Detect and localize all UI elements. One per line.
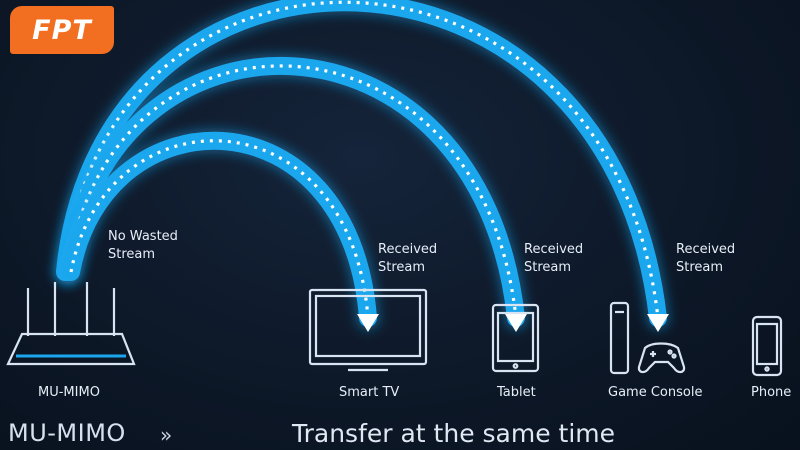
tablet-status: Received Stream	[524, 242, 584, 275]
footer-tagline: Transfer at the same time	[292, 419, 616, 448]
router-note-line-2: Stream	[108, 247, 156, 262]
smart-tv-label: Smart TV	[339, 385, 400, 400]
beam-arrow-tablet	[505, 314, 527, 332]
chevron-right-icon: »	[160, 423, 173, 447]
logo-text: FPT	[32, 14, 92, 46]
tv-icon	[308, 288, 428, 372]
beam-tablet	[55, 53, 529, 332]
router-icon	[6, 282, 136, 366]
tablet-icon	[491, 303, 540, 373]
router-label: MU-MIMO	[38, 385, 100, 400]
game-console-icon	[609, 301, 686, 375]
phone-label: Phone	[751, 385, 792, 400]
beam-game-console	[52, 0, 671, 332]
beam-arrow-smart-tv	[357, 314, 379, 332]
beam-smart-tv	[58, 127, 381, 332]
router-note: No Wasted Stream	[108, 228, 178, 264]
fpt-logo: FPT	[10, 6, 114, 54]
smart-tv-status: Received Stream	[378, 242, 438, 275]
router-note-line-1: No Wasted	[108, 229, 178, 244]
tablet-label: Tablet	[497, 385, 536, 400]
footer-title: MU-MIMO	[8, 419, 126, 447]
beam-arrow-game-console	[647, 314, 669, 332]
game-console-status: Received Stream	[676, 242, 736, 275]
game-console-label: Game Console	[608, 385, 703, 400]
phone-icon	[751, 315, 783, 377]
